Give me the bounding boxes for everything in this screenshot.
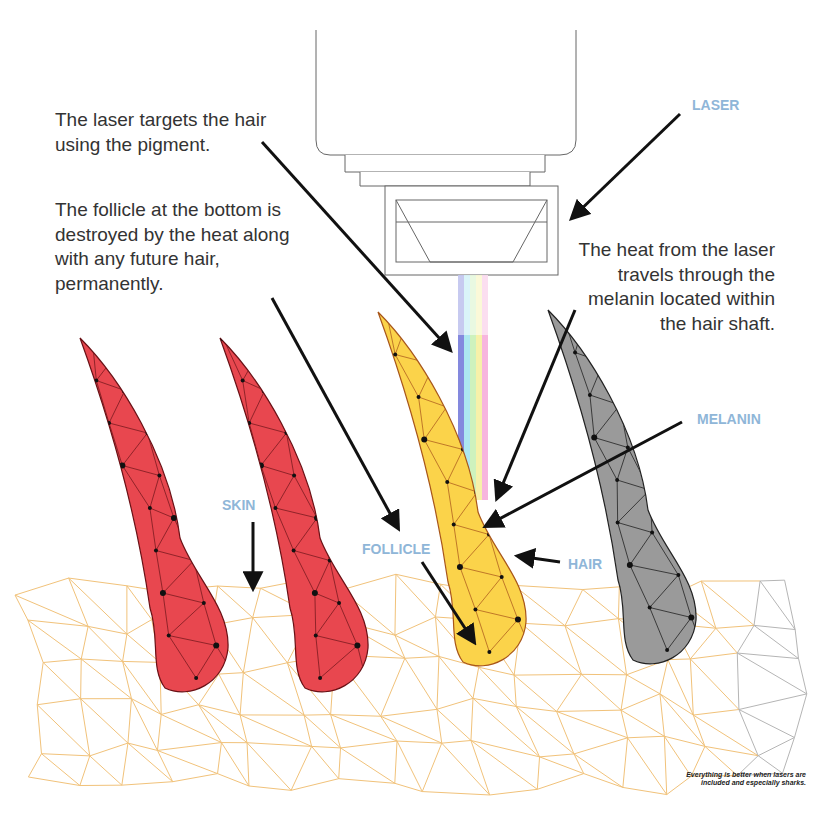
hair-heated: [378, 309, 538, 666]
callout-text: The heat from the laser travels through …: [560, 238, 775, 337]
leader-arrows: [253, 114, 682, 642]
callout-text: The follicle at the bottom is destroyed …: [55, 198, 290, 297]
hair-red: [220, 335, 370, 692]
part-label: LASER: [692, 96, 782, 114]
footnote: Everything is better when lasers are inc…: [660, 771, 806, 788]
part-label: FOLLICLE: [362, 540, 462, 558]
part-label: HAIR: [568, 555, 628, 573]
hair-red: [80, 335, 244, 692]
callout-text: The laser targets the hair using the pig…: [55, 108, 295, 157]
part-label: SKIN: [222, 496, 282, 514]
part-label: MELANIN: [697, 410, 797, 428]
laser-device: [316, 30, 576, 275]
hair-gray: [548, 307, 709, 664]
skin-mesh: [15, 574, 807, 795]
